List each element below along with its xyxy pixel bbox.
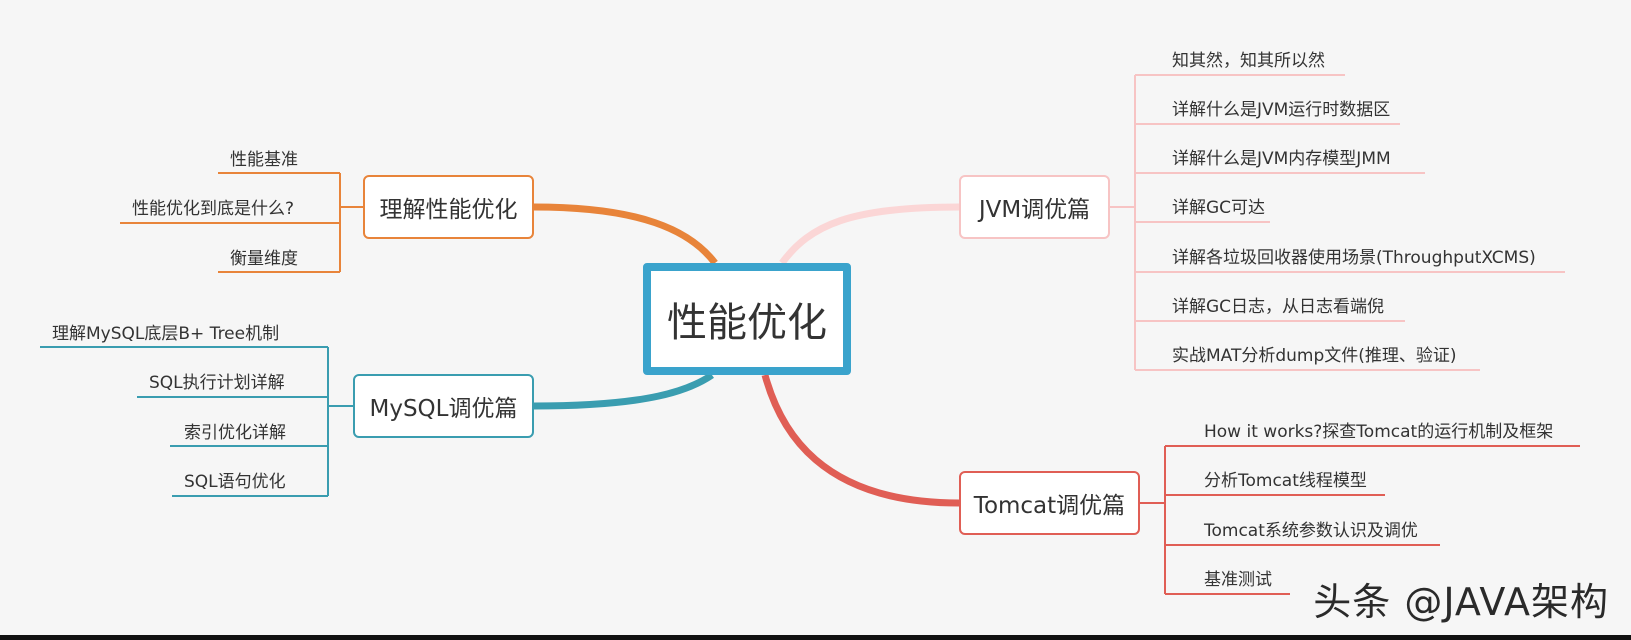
branch-tomcat[interactable]: Tomcat调优篇	[959, 471, 1140, 535]
bracket-jvm	[1110, 75, 1136, 370]
root-label: 性能优化	[667, 300, 827, 346]
leaf-mysql-2[interactable]: 索引优化详解	[184, 423, 286, 443]
leaf-mysql-1[interactable]: SQL执行计划详解	[149, 373, 285, 393]
leaf-understand-2[interactable]: 衡量维度	[230, 249, 298, 269]
leaf-jvm-4[interactable]: 详解各垃圾回收器使用场景(ThroughputXCMS)	[1172, 248, 1536, 268]
branch-understand[interactable]: 理解性能优化	[363, 175, 534, 239]
connector-understand	[533, 203, 718, 266]
leaf-jvm-0[interactable]: 知其然，知其所以然	[1172, 51, 1325, 71]
bracket-mysql	[327, 347, 353, 496]
branch-mysql[interactable]: MySQL调优篇	[353, 374, 534, 438]
leaf-tomcat-1[interactable]: 分析Tomcat线程模型	[1204, 471, 1367, 491]
leaf-tomcat-0[interactable]: How it works?探查Tomcat的运行机制及框架	[1204, 422, 1554, 442]
branch-understand-label: 理解性能优化	[379, 197, 518, 223]
connector-jvm	[779, 203, 960, 266]
leaf-jvm-3[interactable]: 详解GC可达	[1172, 198, 1266, 218]
connector-tomcat	[761, 374, 960, 507]
bottom-bar	[0, 635, 1631, 640]
leaf-understand-1[interactable]: 性能优化到底是什么?	[132, 199, 295, 219]
root-node[interactable]: 性能优化	[643, 263, 851, 375]
branch-mysql-label: MySQL调优篇	[369, 396, 518, 422]
bracket-tomcat	[1140, 446, 1166, 594]
connector-mysql	[533, 372, 714, 410]
branch-jvm[interactable]: JVM调优篇	[959, 175, 1110, 239]
leaf-jvm-6[interactable]: 实战MAT分析dump文件(推理、验证)	[1172, 346, 1457, 366]
watermark: 头条 @JAVA架构	[1313, 580, 1609, 624]
bracket-understand	[339, 173, 363, 272]
leaf-mysql-0[interactable]: 理解MySQL底层B+ Tree机制	[52, 324, 280, 344]
branch-jvm-label: JVM调优篇	[978, 197, 1091, 223]
leaf-mysql-3[interactable]: SQL语句优化	[184, 472, 286, 492]
leaf-jvm-2[interactable]: 详解什么是JVM内存模型JMM	[1172, 149, 1391, 169]
leaf-tomcat-3[interactable]: 基准测试	[1204, 570, 1272, 590]
leaf-jvm-5[interactable]: 详解GC日志，从日志看端倪	[1172, 297, 1385, 317]
leaf-tomcat-2[interactable]: Tomcat系统参数认识及调优	[1204, 521, 1418, 541]
leaf-jvm-1[interactable]: 详解什么是JVM运行时数据区	[1172, 100, 1391, 120]
branch-tomcat-label: Tomcat调优篇	[973, 493, 1126, 519]
leaf-understand-0[interactable]: 性能基准	[230, 150, 298, 170]
